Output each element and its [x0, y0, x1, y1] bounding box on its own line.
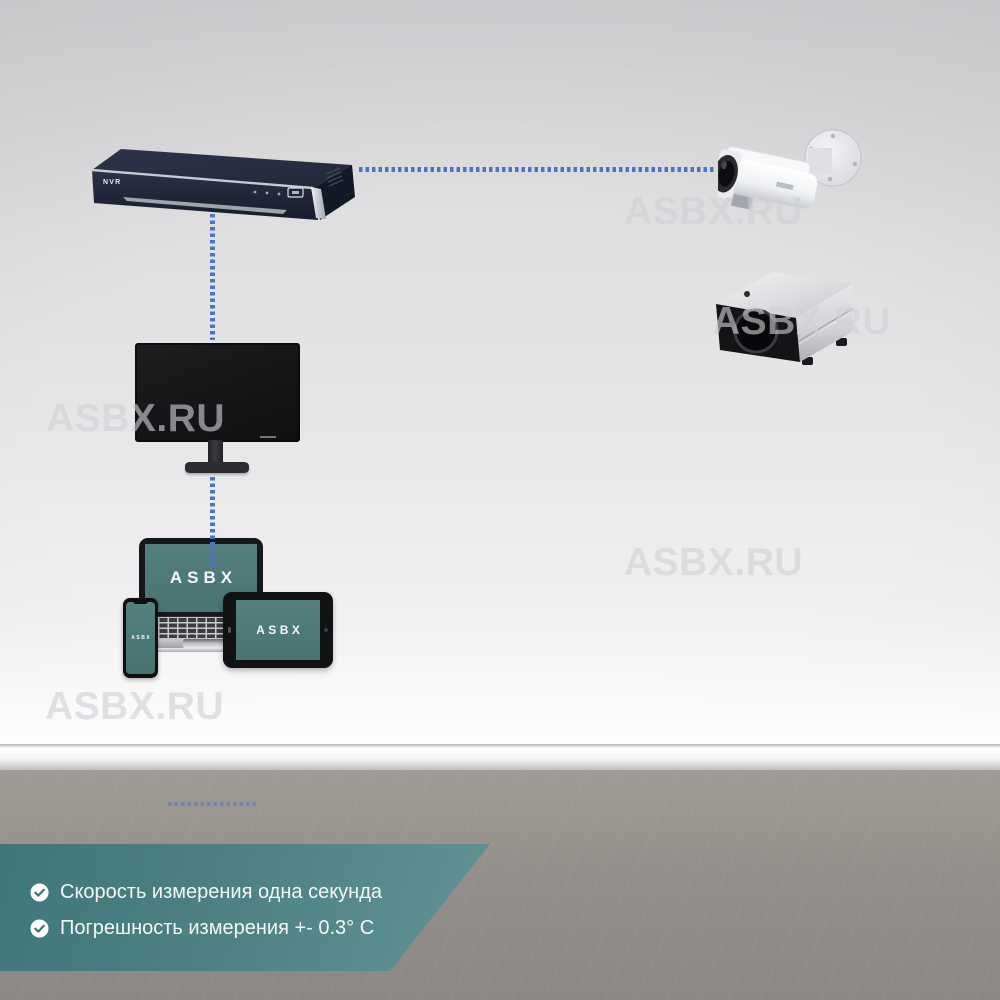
- connector-nvr-to-camera: [359, 167, 715, 172]
- tablet-screen: ASBX: [236, 600, 320, 660]
- laptop-front-edge: [141, 648, 287, 652]
- check-circle-icon: [30, 918, 49, 938]
- nvr-label: NVR: [103, 179, 121, 186]
- monitor-stand-base: [185, 462, 249, 473]
- blackbody-aperture: [733, 308, 779, 354]
- watermark: ASBX.RU: [624, 190, 804, 233]
- watermark: ASBX.RU: [45, 685, 225, 728]
- blackbody-calibrator-icon: [716, 272, 853, 365]
- watermark: ASBX.RU: [624, 541, 804, 584]
- connector-nvr-to-monitor: [210, 214, 215, 340]
- watermark: ASBX.RU: [46, 397, 226, 440]
- phone-screen: ASBX: [126, 602, 155, 674]
- connector-floor-accent: [168, 802, 258, 806]
- feature-text: Погрешность измерения +- 0.3° C: [60, 916, 375, 939]
- monitor-logo: [260, 436, 276, 438]
- monitor-icon: [135, 343, 300, 442]
- nvr-recorder-icon: NVR: [91, 149, 355, 220]
- monitor-stand-neck: [208, 440, 223, 466]
- tablet-screen-label: ASBX: [256, 623, 304, 637]
- connector-monitor-to-laptop: [210, 477, 215, 566]
- phone-icon: ASBX: [123, 598, 158, 678]
- tablet-home-button: [324, 628, 328, 632]
- feature-item: Погрешность измерения +- 0.3° C: [30, 917, 374, 939]
- feature-text: Скорость измерения одна секунда: [60, 880, 383, 903]
- phone-notch: [133, 601, 148, 604]
- bullet-camera-icon: [718, 129, 862, 210]
- laptop-screen-label: ASBX: [169, 568, 238, 587]
- laptop-touchpad: [183, 639, 239, 648]
- tablet-camera-icon: [228, 627, 231, 633]
- camera-logo: [775, 181, 794, 191]
- baseboard: [0, 744, 1000, 770]
- tablet-icon: ASBX: [223, 592, 333, 668]
- watermark: ASBX.RU: [712, 300, 892, 343]
- feature-item: Скорость измерения одна секунда: [30, 881, 382, 903]
- check-circle-icon: [30, 882, 49, 902]
- phone-screen-label: ASBX: [131, 635, 152, 641]
